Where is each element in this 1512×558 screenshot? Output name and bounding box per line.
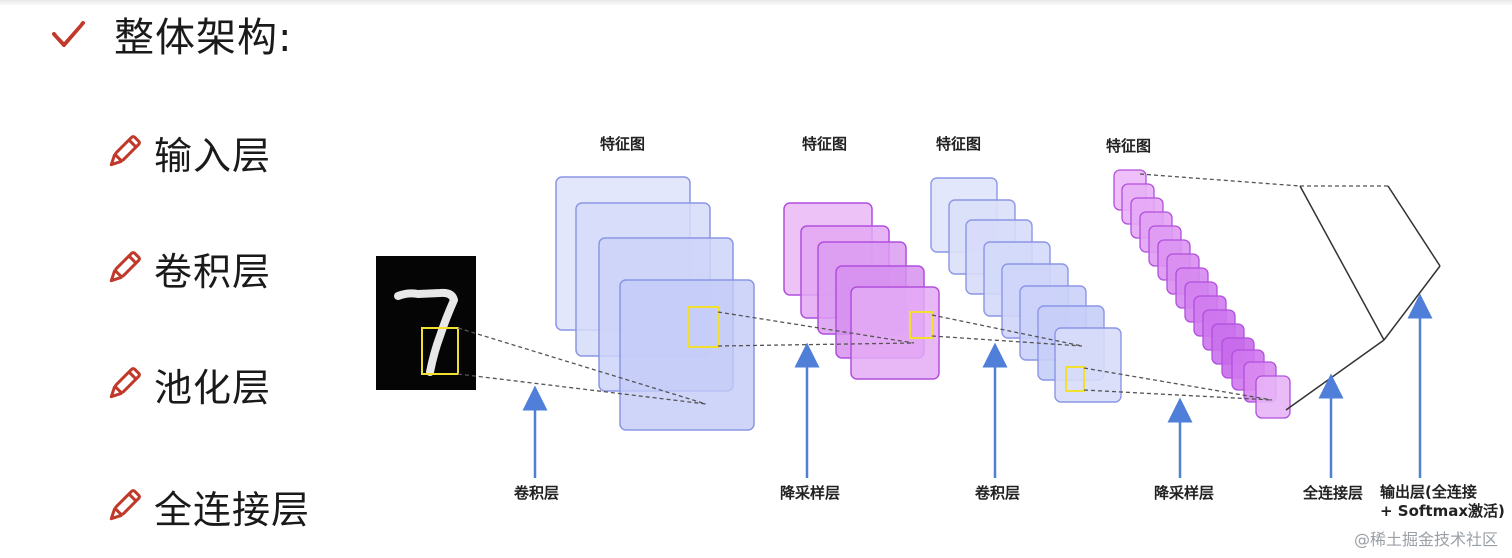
stage-label-conv2: 卷积层: [974, 484, 1020, 502]
feature-map-label: 特征图: [600, 135, 645, 153]
pencil-icon: [109, 135, 141, 167]
layer-label-fc: 全连接层: [154, 487, 311, 532]
fc-connection-lines: [1285, 185, 1441, 411]
feature-maps-pool1: [783, 202, 940, 380]
stage-arrows: [522, 293, 1433, 478]
feature-maps-conv1: [555, 176, 755, 431]
feature-maps-conv2: [930, 177, 1122, 403]
pencil-icon: [109, 251, 141, 283]
feature-map-label: 特征图: [1106, 137, 1151, 155]
input-image: [376, 256, 476, 390]
layer-item-input: 输入层: [104, 124, 271, 180]
stage-label-pool2: 降采样层: [1154, 484, 1214, 502]
top-band: [0, 0, 1512, 6]
layer-label-conv: 卷积层: [154, 249, 272, 294]
pencil-icon: [109, 367, 141, 399]
layer-label-pool: 池化层: [154, 365, 272, 410]
stage-label-pool1: 降采样层: [780, 484, 840, 502]
feature-map-label: 特征图: [936, 135, 981, 153]
feature-map-label: 特征图: [802, 135, 847, 153]
layer-label-input: 输入层: [154, 133, 272, 178]
stage-label-conv1: 卷积层: [513, 484, 559, 502]
watermark: @稀土掘金技术社区: [1353, 530, 1498, 549]
layer-item-fc: 全连接层: [104, 478, 310, 534]
checkmark-icon: [52, 21, 85, 47]
stage-label-output-line1: 输出层(全连接: [1380, 483, 1477, 501]
page-title: 整体架构:: [114, 15, 293, 61]
stage-label-output-line2: + Softmax激活): [1380, 502, 1505, 520]
title-row: 整体架构:: [48, 8, 293, 61]
stage-label-fc: 全连接层: [1302, 484, 1363, 502]
layer-item-conv: 卷积层: [104, 240, 271, 296]
feature-maps-pool2: [1113, 169, 1291, 419]
layer-item-pool: 池化层: [104, 356, 271, 412]
pencil-icon: [109, 489, 141, 521]
